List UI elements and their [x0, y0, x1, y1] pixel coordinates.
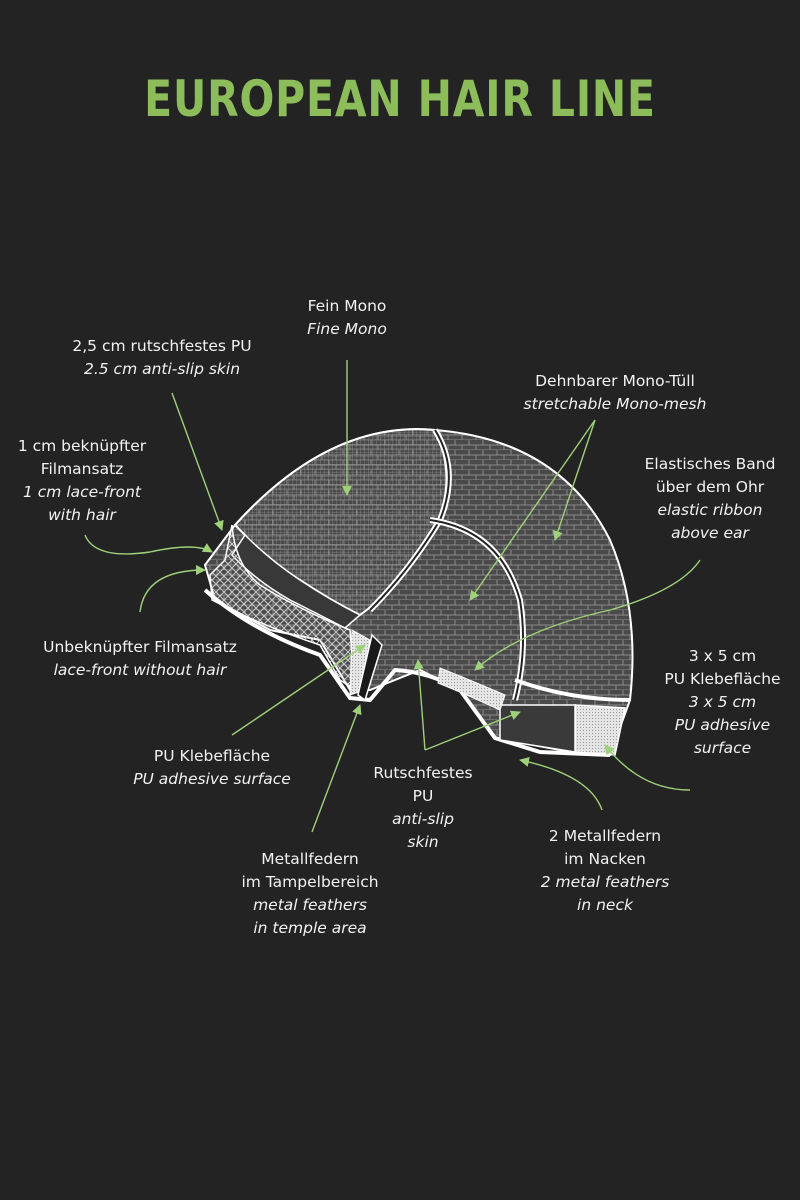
- label-anti-slip-en1: anti-slip: [392, 810, 454, 828]
- arrow-anti-slip-25: [171, 392, 224, 531]
- label-mono-mesh-en: stretchable Mono-mesh: [523, 395, 707, 413]
- label-pu-adhesive-35-en1: 3 x 5 cm: [688, 693, 757, 711]
- label-pu-adhesive-35-de1: 3 x 5 cm: [688, 647, 757, 665]
- label-anti-slip-en2: skin: [407, 833, 439, 851]
- arrow-elastic-band: [474, 559, 701, 671]
- lace-front-area: [209, 524, 356, 692]
- label-metal-temple-en1: metal feathers: [253, 896, 367, 914]
- label-lace-front-no-hair-en: lace-front without hair: [53, 661, 227, 679]
- label-mono-mesh: Dehnbarer Mono-Tüll stretchable Mono-mes…: [505, 370, 725, 416]
- label-metal-neck-en1: 2 metal feathers: [540, 873, 670, 891]
- page-title: EUROPEAN HAIR LINE: [144, 70, 656, 128]
- label-anti-slip-25-de: 2,5 cm rutschfestes PU: [72, 337, 252, 355]
- label-metal-temple-de2: im Tampelbereich: [241, 873, 379, 891]
- label-anti-slip-25: 2,5 cm rutschfestes PU 2.5 cm anti-slip …: [52, 335, 272, 381]
- seam-side-inner: [429, 519, 525, 701]
- arrow-pu-adhesive-35: [604, 744, 691, 791]
- label-mono-mesh-de: Dehnbarer Mono-Tüll: [535, 372, 695, 390]
- arrow-mono-mesh-a: [553, 419, 596, 541]
- label-pu-adhesive-35-en3: surface: [693, 739, 752, 757]
- label-elastic-band: Elastisches Band über dem Ohr elastic ri…: [630, 453, 790, 545]
- arrow-pu-adhesive: [231, 644, 366, 736]
- label-metal-temple-en2: in temple area: [253, 919, 367, 937]
- label-metal-temple-de1: Metallfedern: [261, 850, 359, 868]
- label-lace-front-hair-en1: 1 cm lace-front: [22, 483, 141, 501]
- label-metal-neck-de2: im Nacken: [564, 850, 646, 868]
- label-elastic-band-de2: über dem Ohr: [655, 478, 765, 496]
- label-lace-front-hair-de2: Filmansatz: [40, 460, 124, 478]
- arrow-anti-slip-b: [424, 710, 521, 751]
- label-anti-slip: Rutschfestes PU anti-slip skin: [353, 762, 493, 854]
- label-fine-mono-de: Fein Mono: [307, 297, 387, 315]
- label-pu-adhesive-35-en2: PU adhesive: [674, 716, 771, 734]
- seam-neck: [514, 678, 631, 702]
- label-metal-neck-en2: in neck: [577, 896, 633, 914]
- label-pu-adhesive: PU Klebefläche PU adhesive surface: [112, 745, 312, 791]
- label-lace-front-no-hair: Unbeknüpfter Filmansatz lace-front witho…: [25, 636, 255, 682]
- arrow-mono-mesh-b: [469, 419, 596, 601]
- label-anti-slip-25-en: 2.5 cm anti-slip skin: [83, 360, 241, 378]
- anti-slip-band: [231, 533, 362, 629]
- label-elastic-band-de1: Elastisches Band: [644, 455, 776, 473]
- label-pu-adhesive-35: 3 x 5 cm PU Klebefläche 3 x 5 cm PU adhe…: [650, 645, 795, 760]
- label-elastic-band-en2: above ear: [671, 524, 749, 542]
- label-fine-mono: Fein Mono Fine Mono: [297, 295, 397, 341]
- label-anti-slip-de2: PU: [412, 787, 434, 805]
- label-pu-adhesive-35-de2: PU Klebefläche: [664, 670, 781, 688]
- temple-feather: [357, 633, 383, 702]
- ear-elastic-band: [437, 667, 506, 711]
- arrow-anti-slip-a: [413, 659, 426, 751]
- arrow-lace-front-hair: [84, 534, 213, 555]
- label-metal-neck-de1: 2 Metallfedern: [548, 827, 662, 845]
- label-metal-temple: Metallfedern im Tampelbereich metal feat…: [215, 848, 405, 940]
- arrow-metal-temple: [311, 704, 362, 833]
- label-lace-front-hair: 1 cm beknüpfter Filmansatz 1 cm lace-fro…: [2, 435, 162, 527]
- label-anti-slip-de1: Rutschfestes: [373, 764, 473, 782]
- label-lace-front-hair-en2: with hair: [48, 506, 116, 524]
- label-elastic-band-en1: elastic ribbon: [657, 501, 763, 519]
- label-fine-mono-en: Fine Mono: [307, 320, 387, 338]
- neck-adhesive-patch: [574, 704, 626, 756]
- label-lace-front-no-hair-de: Unbeknüpfter Filmansatz: [43, 638, 237, 656]
- arrow-lace-front-no-hair: [139, 565, 206, 613]
- label-pu-adhesive-en: PU adhesive surface: [133, 770, 291, 788]
- label-pu-adhesive-de: PU Klebefläche: [153, 747, 271, 765]
- arrow-metal-neck: [519, 756, 603, 811]
- label-lace-front-hair-de1: 1 cm beknüpfter: [17, 437, 147, 455]
- label-metal-neck: 2 Metallfedern im Nacken 2 metal feather…: [520, 825, 690, 917]
